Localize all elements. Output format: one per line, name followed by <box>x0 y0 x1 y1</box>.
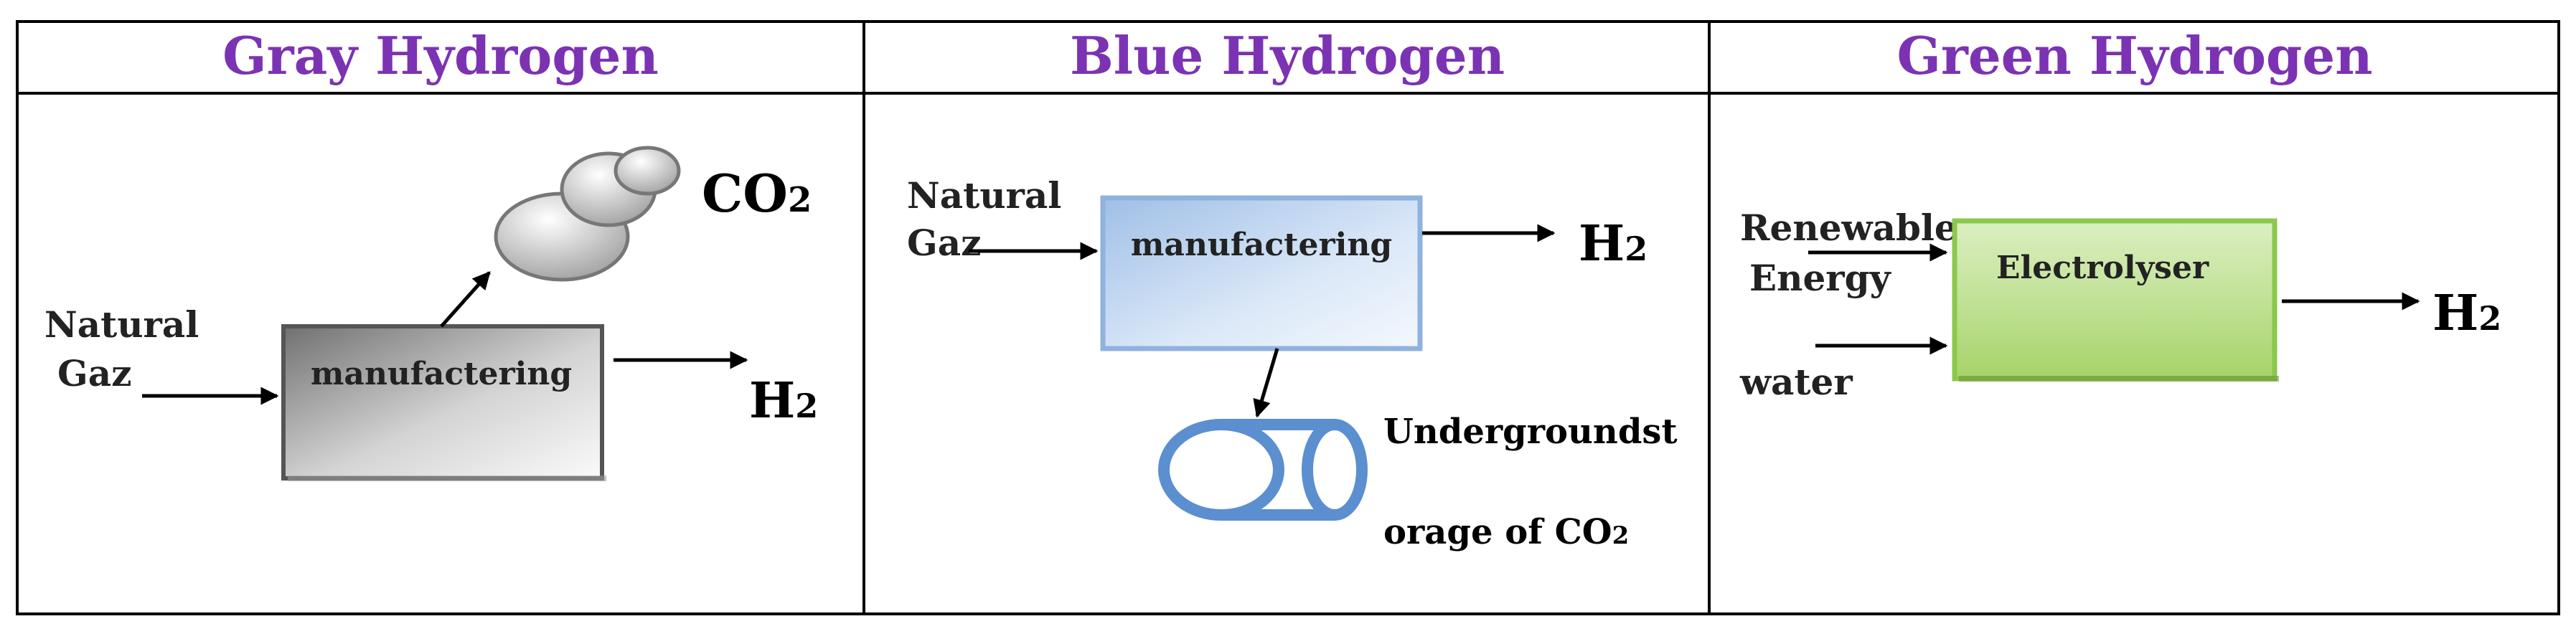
gray-process-label: manufactering <box>311 356 572 392</box>
blue-input-label-line2: Gaz <box>907 222 982 264</box>
storage-tank-icon <box>1158 419 1368 521</box>
green-input2-label: water <box>1739 361 1853 403</box>
header-green-hydrogen: Green Hydrogen <box>1896 25 2372 86</box>
table-grid <box>16 20 2560 615</box>
header-blue-hydrogen: Blue Hydrogen <box>1070 25 1505 86</box>
header-gray-hydrogen: Gray Hydrogen <box>222 25 659 86</box>
blue-hydrogen-panel: Natural Gaz manufactering H2 Underground… <box>907 174 1678 552</box>
gray-input-label-line1: Natural <box>44 303 199 346</box>
blue-process-box <box>1100 195 1423 351</box>
blue-storage-label-line2: orage of CO2 <box>1383 512 1629 552</box>
blue-input-label-line1: Natural <box>907 174 1061 217</box>
green-output-label: H2 <box>2432 285 2501 342</box>
gray-hydrogen-panel: Natural Gaz manufactering CO2 H2 <box>44 146 818 481</box>
blue-storage-label-line1: Undergroundst <box>1383 412 1678 452</box>
gray-input-label-line2: Gaz <box>57 352 132 394</box>
gray-process-box <box>281 324 604 481</box>
blue-process-label: manufactering <box>1131 227 1392 263</box>
gray-output-label: H2 <box>749 372 818 430</box>
co2-cloud-icon <box>494 146 681 282</box>
green-input1-label-line1: Renewable <box>1740 207 1957 249</box>
blue-output-label: H2 <box>1579 215 1647 273</box>
blue-storage-arrow <box>1253 348 1279 418</box>
green-hydrogen-panel: Renewable Energy water Electrolyser H2 <box>1739 207 2501 403</box>
green-input1-label-line2: Energy <box>1749 257 1892 299</box>
gray-emission-arrow <box>440 271 491 328</box>
green-process-label: Electrolyser <box>1996 250 2209 286</box>
green-process-box <box>1952 218 2277 382</box>
gray-emission-label: CO2 <box>702 163 812 224</box>
